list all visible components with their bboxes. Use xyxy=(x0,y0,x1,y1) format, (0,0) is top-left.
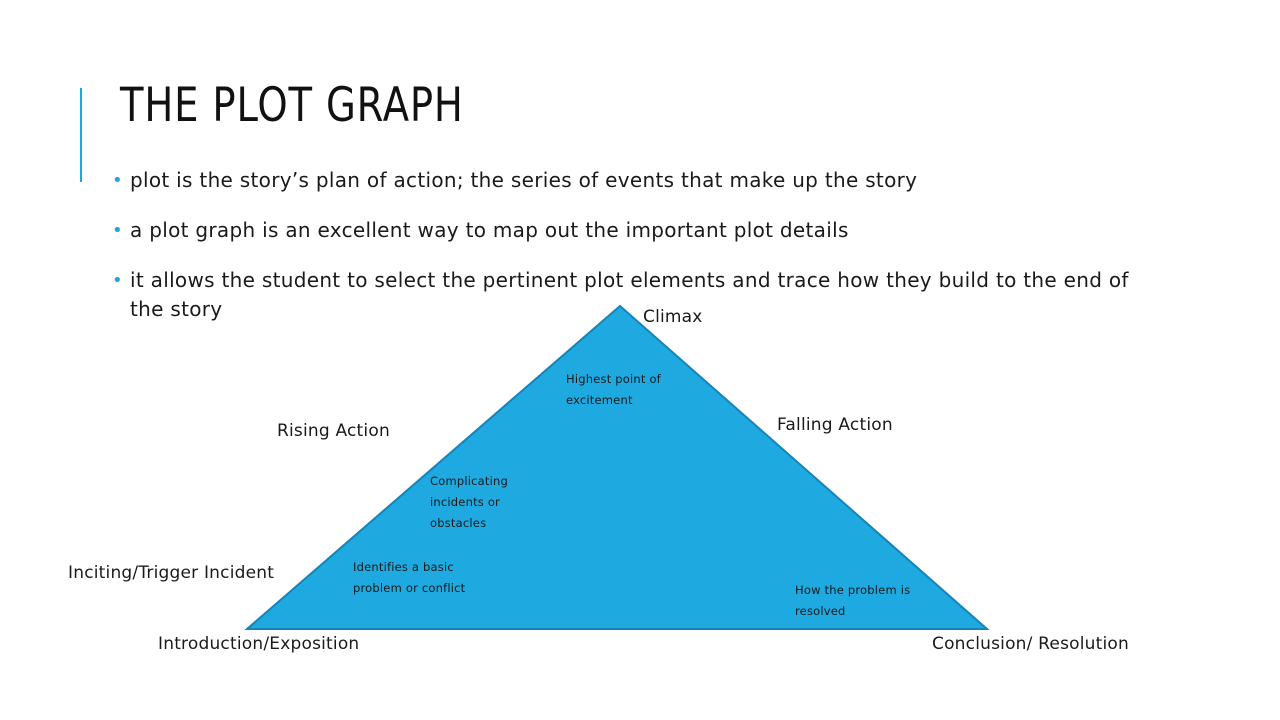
bullet-item: • a plot graph is an excellent way to ma… xyxy=(112,216,1152,245)
title-accent-bar xyxy=(80,88,82,182)
rising-action-label: Rising Action xyxy=(277,421,390,441)
inciting-incident-label: Inciting/Trigger Incident xyxy=(68,563,275,583)
bullet-dot-icon: • xyxy=(112,170,123,191)
slide-title: THE PLOT GRAPH xyxy=(120,78,464,133)
climax-note: Highest point of excitement xyxy=(566,372,661,407)
conclusion-label: Conclusion/ Resolution xyxy=(932,634,1130,654)
falling-action-label: Falling Action xyxy=(777,415,893,435)
bullet-list: • plot is the story’s plan of action; th… xyxy=(112,166,1152,345)
climax-label: Climax xyxy=(643,307,703,327)
plot-triangle xyxy=(244,304,990,630)
bullet-dot-icon: • xyxy=(112,270,123,291)
bullet-text: it allows the student to select the pert… xyxy=(130,268,1129,321)
bullet-dot-icon: • xyxy=(112,220,123,241)
inciting-note: Identifies a basic problem or conflict xyxy=(353,560,466,595)
rising-action-note: Complicating incidents or obstacles xyxy=(430,474,509,530)
resolution-note: How the problem is resolved xyxy=(795,583,911,618)
bullet-item: • plot is the story’s plan of action; th… xyxy=(112,166,1152,195)
bullet-text: a plot graph is an excellent way to map … xyxy=(130,218,849,242)
bullet-text: plot is the story’s plan of action; the … xyxy=(130,168,918,192)
bullet-item: • it allows the student to select the pe… xyxy=(112,266,1152,324)
introduction-label: Introduction/Exposition xyxy=(158,634,360,654)
